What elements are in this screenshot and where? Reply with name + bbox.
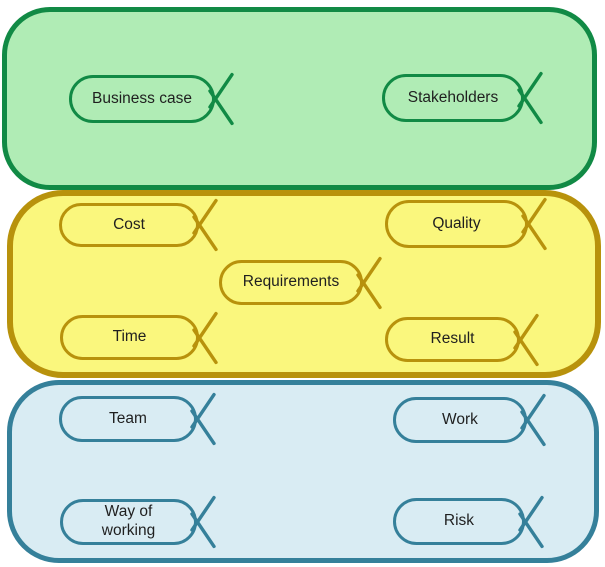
alpha-risk: Risk: [393, 495, 544, 548]
fish-tail-icon: [192, 311, 218, 364]
band-green: Business case Stakeholders: [2, 7, 597, 190]
fish-tail-icon: [192, 198, 218, 252]
fish-tail-icon: [190, 495, 216, 549]
fish-tail-icon: [190, 392, 216, 446]
alpha-time-label: Time: [112, 328, 147, 346]
fish-tail-icon: [517, 71, 543, 125]
alpha-stakeholders: Stakeholders: [382, 71, 543, 125]
fish-tail-icon: [520, 393, 546, 447]
alpha-requirements-label: Requirements: [242, 273, 340, 291]
alpha-way-of-working-label: Way of working: [101, 503, 156, 539]
alpha-way-of-working: Way of working: [60, 495, 216, 549]
alpha-work-label: Work: [442, 410, 478, 428]
alpha-cost: Cost: [59, 198, 218, 252]
alpha-requirements: Requirements: [219, 256, 382, 309]
alpha-business-case-label: Business case: [92, 89, 192, 107]
fish-tail-icon: [208, 72, 234, 126]
alpha-stakeholders-label: Stakeholders: [407, 88, 499, 106]
alpha-quality: Quality: [385, 197, 547, 251]
alpha-quality-label: Quality: [432, 214, 481, 232]
alpha-result-label: Result: [430, 330, 475, 348]
fish-tail-icon: [521, 197, 547, 251]
alpha-cost-label: Cost: [113, 215, 145, 233]
fish-tail-icon: [513, 313, 539, 366]
alpha-time: Time: [60, 311, 218, 364]
band-yellow: Cost Quality Requirements Time Result: [7, 190, 601, 378]
fish-tail-icon: [518, 495, 544, 548]
alpha-team: Team: [59, 392, 216, 446]
alpha-team-label: Team: [109, 409, 147, 427]
fish-tail-icon: [356, 256, 382, 309]
alpha-business-case: Business case: [69, 72, 234, 126]
band-blue: Team Work Way of working Risk: [7, 380, 599, 563]
alpha-result: Result: [385, 313, 539, 366]
alpha-risk-label: Risk: [443, 512, 475, 530]
alpha-work: Work: [393, 393, 546, 447]
